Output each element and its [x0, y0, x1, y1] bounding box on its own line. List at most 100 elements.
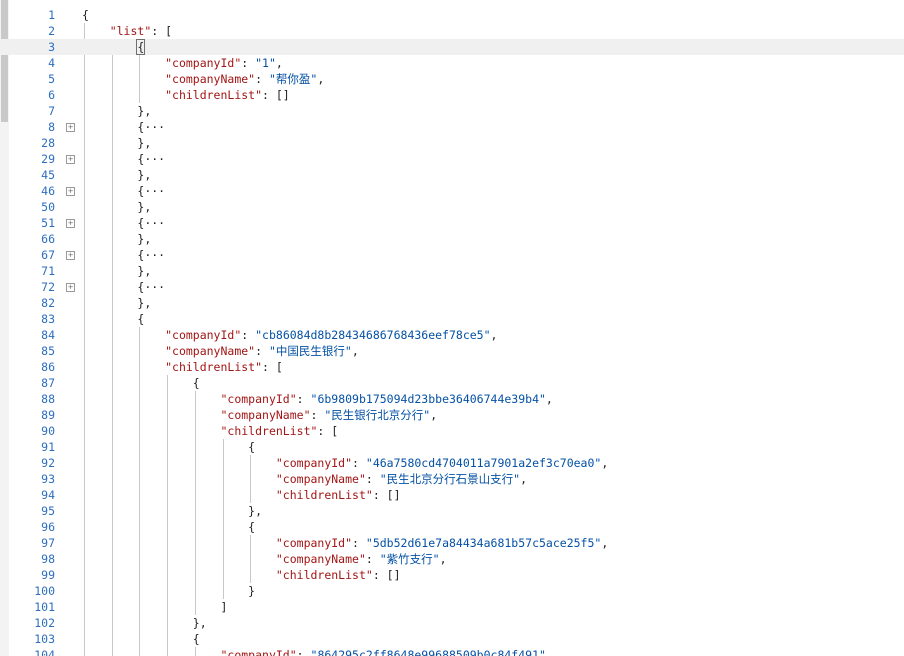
code-line[interactable]: 5 "companyName": "帮你盈",: [0, 71, 904, 87]
json-punctuation: :: [296, 648, 311, 656]
code-line[interactable]: 1{: [0, 7, 904, 23]
plus-square-icon[interactable]: +: [66, 155, 75, 164]
line-number: 45: [41, 168, 55, 182]
line-code: {: [82, 439, 255, 455]
indent: [82, 456, 276, 470]
code-line[interactable]: 83 {: [0, 311, 904, 327]
code-line[interactable]: 103 {: [0, 631, 904, 647]
code-line[interactable]: 86 "childrenList": [: [0, 359, 904, 375]
code-line[interactable]: 50 },: [0, 199, 904, 215]
json-string: "cb86084d8b28434686768436eef78ce5": [255, 328, 491, 342]
code-line[interactable]: 7 },: [0, 103, 904, 119]
code-line[interactable]: 96 {: [0, 519, 904, 535]
json-key: "companyName": [275, 552, 366, 566]
json-punctuation: : [: [317, 424, 339, 438]
code-line[interactable]: 88 "companyId": "6b9809b175094d23bbe3640…: [0, 391, 904, 407]
line-number: 28: [41, 136, 55, 150]
line-code: {···: [82, 119, 165, 135]
indent: [82, 24, 110, 38]
code-line[interactable]: 90 "childrenList": [: [0, 423, 904, 439]
code-line[interactable]: 101 ]: [0, 599, 904, 615]
line-number: 46: [41, 184, 55, 198]
code-line[interactable]: 51+ {···: [0, 215, 904, 231]
indent: [82, 296, 137, 310]
code-line[interactable]: 67+ {···: [0, 247, 904, 263]
plus-square-icon[interactable]: +: [66, 283, 75, 292]
line-code: "companyId": "46a7580cd4704011a7901a2ef3…: [82, 455, 608, 471]
code-line[interactable]: 85 "companyName": "中国民生银行",: [0, 343, 904, 359]
plus-square-icon[interactable]: +: [66, 251, 75, 260]
code-line[interactable]: 95 },: [0, 503, 904, 519]
indent-guide: [222, 439, 224, 599]
code-line[interactable]: 97 "companyId": "5db52d61e7a84434a681b57…: [0, 535, 904, 551]
code-line[interactable]: 82 },: [0, 295, 904, 311]
code-line[interactable]: 71 },: [0, 263, 904, 279]
json-punctuation: {···: [137, 184, 166, 198]
code-line[interactable]: 72+ {···: [0, 279, 904, 295]
line-code: {: [82, 375, 200, 391]
code-line[interactable]: 28 },: [0, 135, 904, 151]
json-punctuation: :: [352, 456, 366, 470]
line-code: {···: [82, 279, 165, 295]
code-line[interactable]: 104 "companyId": "864295c2ff8648e9968850…: [0, 647, 904, 656]
plus-square-icon[interactable]: +: [66, 187, 75, 196]
json-punctuation: :: [310, 408, 325, 422]
code-line[interactable]: 45 },: [0, 167, 904, 183]
code-line[interactable]: 87 {: [0, 375, 904, 391]
code-line[interactable]: 66 },: [0, 231, 904, 247]
json-punctuation: {···: [137, 120, 166, 134]
indent-guide: [194, 391, 196, 615]
code-line[interactable]: 2 "list": [: [0, 23, 904, 39]
code-line[interactable]: 99 "childrenList": []: [0, 567, 904, 583]
line-code: {···: [82, 215, 165, 231]
json-punctuation: :: [352, 536, 366, 550]
line-code: },: [82, 263, 151, 279]
line-number: 82: [41, 296, 55, 310]
line-code: },: [82, 615, 207, 631]
json-punctuation: }: [248, 584, 256, 598]
code-line[interactable]: 8 + {···: [0, 119, 904, 135]
code-line[interactable]: 4 "companyId": "1",: [0, 55, 904, 71]
line-code: },: [82, 135, 151, 151]
line-number: 92: [41, 456, 55, 470]
indent: [82, 104, 137, 118]
line-code: "childrenList": [: [82, 423, 338, 439]
line-number: 83: [41, 312, 55, 326]
code-line[interactable]: 46 + {···: [0, 183, 904, 199]
line-code: {: [82, 39, 146, 55]
json-punctuation: },: [137, 104, 152, 118]
json-punctuation: :: [365, 472, 380, 486]
indent: [82, 72, 165, 86]
code-line[interactable]: 3 {: [0, 39, 904, 55]
indent: [82, 648, 220, 656]
json-punctuation: : [: [151, 24, 173, 38]
json-punctuation: {: [192, 632, 200, 646]
code-line[interactable]: 89 "companyName": "民生银行北京分行",: [0, 407, 904, 423]
json-key: "list": [109, 24, 152, 38]
code-line[interactable]: 91 {: [0, 439, 904, 455]
code-line[interactable]: 100 }: [0, 583, 904, 599]
code-line[interactable]: 98 "companyName": "紫竹支行",: [0, 551, 904, 567]
line-code: {: [82, 311, 144, 327]
line-code: "childrenList": []: [82, 87, 290, 103]
line-number: 93: [41, 472, 55, 486]
code-line[interactable]: 6 "childrenList": []: [0, 87, 904, 103]
code-line[interactable]: 94 "childrenList": []: [0, 487, 904, 503]
scrollbar-thumb[interactable]: [1, 0, 8, 122]
json-punctuation: ,: [430, 408, 438, 422]
code-line[interactable]: 92 "companyId": "46a7580cd4704011a7901a2…: [0, 455, 904, 471]
indent: [82, 616, 193, 630]
json-punctuation: {: [137, 312, 145, 326]
line-number: 8: [48, 120, 55, 134]
code-line[interactable]: 84 "companyId": "cb86084d8b2843468676843…: [0, 327, 904, 343]
json-key: "companyId": [275, 536, 353, 550]
plus-square-icon[interactable]: +: [66, 123, 75, 132]
code-line[interactable]: 93 "companyName": "民生北京分行石景山支行",: [0, 471, 904, 487]
plus-square-icon[interactable]: +: [66, 219, 75, 228]
line-number: 87: [41, 376, 55, 390]
vertical-scrollbar[interactable]: [0, 0, 9, 656]
code-line[interactable]: 29+ {···: [0, 151, 904, 167]
code-line[interactable]: 102 },: [0, 615, 904, 631]
indent: [82, 600, 220, 614]
